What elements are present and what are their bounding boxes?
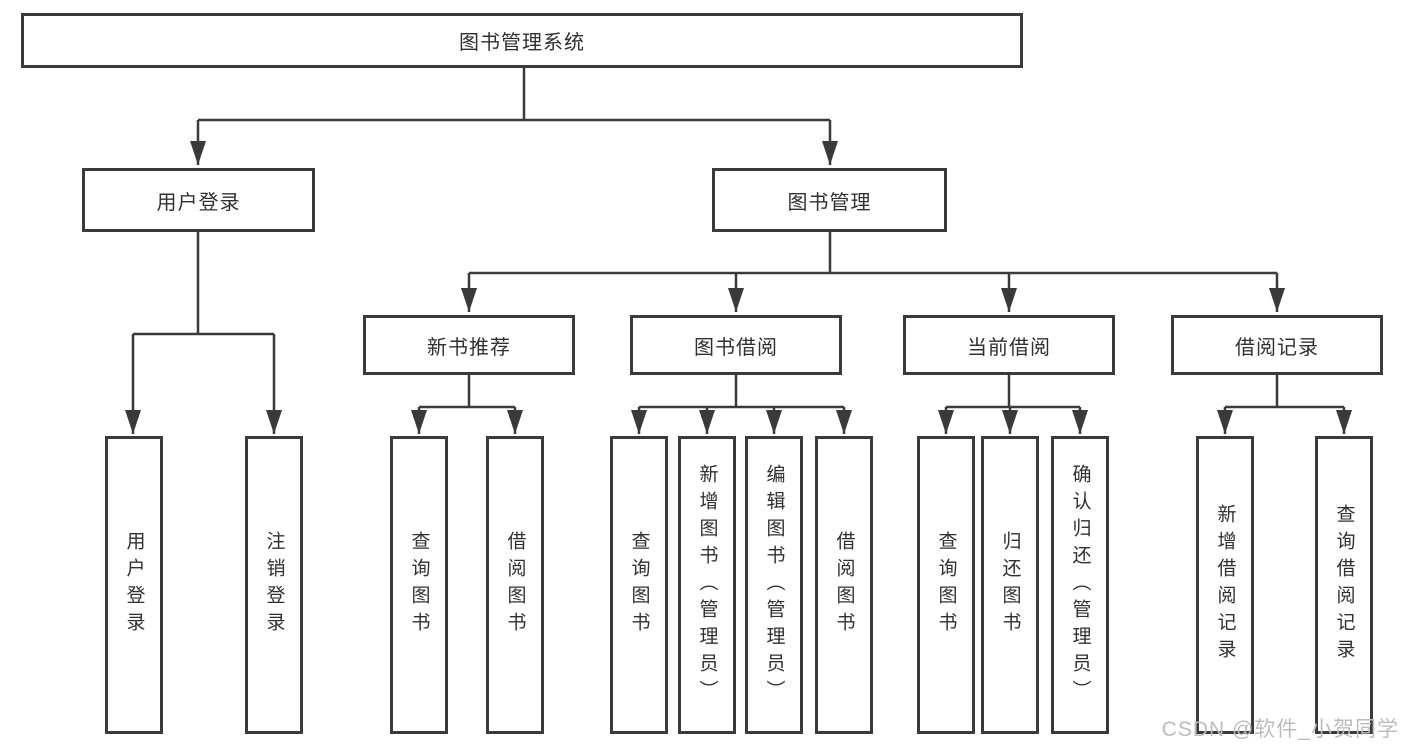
leaf-current-query-book: 查询图书: [917, 436, 975, 734]
node-book-management: 图书管理: [712, 168, 947, 232]
leaf-user-login: 用户登录: [105, 436, 163, 734]
leaf-edit-book-admin: 编辑图书（管理员）: [745, 436, 803, 734]
node-new-book-recommend: 新书推荐: [363, 315, 575, 375]
node-library-management-system: 图书管理系统: [21, 13, 1023, 68]
node-book-borrow: 图书借阅: [630, 315, 842, 375]
leaf-recommend-query-book: 查询图书: [390, 436, 448, 734]
csdn-watermark: CSDN @软件_小贺同学: [1161, 718, 1399, 741]
leaf-confirm-return-admin: 确认归还（管理员）: [1051, 436, 1109, 734]
node-user-login-group: 用户登录: [82, 168, 315, 232]
leaf-recommend-borrow-book: 借阅图书: [486, 436, 544, 734]
leaf-return-book: 归还图书: [981, 436, 1039, 734]
leaf-add-borrow-record: 新增借阅记录: [1196, 436, 1254, 734]
node-borrow-records: 借阅记录: [1171, 315, 1383, 375]
leaf-logout: 注销登录: [245, 436, 303, 734]
node-current-borrow: 当前借阅: [903, 315, 1115, 375]
leaf-add-book-admin: 新增图书（管理员）: [678, 436, 736, 734]
leaf-query-borrow-record: 查询借阅记录: [1315, 436, 1373, 734]
leaf-borrow-book: 借阅图书: [815, 436, 873, 734]
leaf-borrow-query-book: 查询图书: [610, 436, 668, 734]
